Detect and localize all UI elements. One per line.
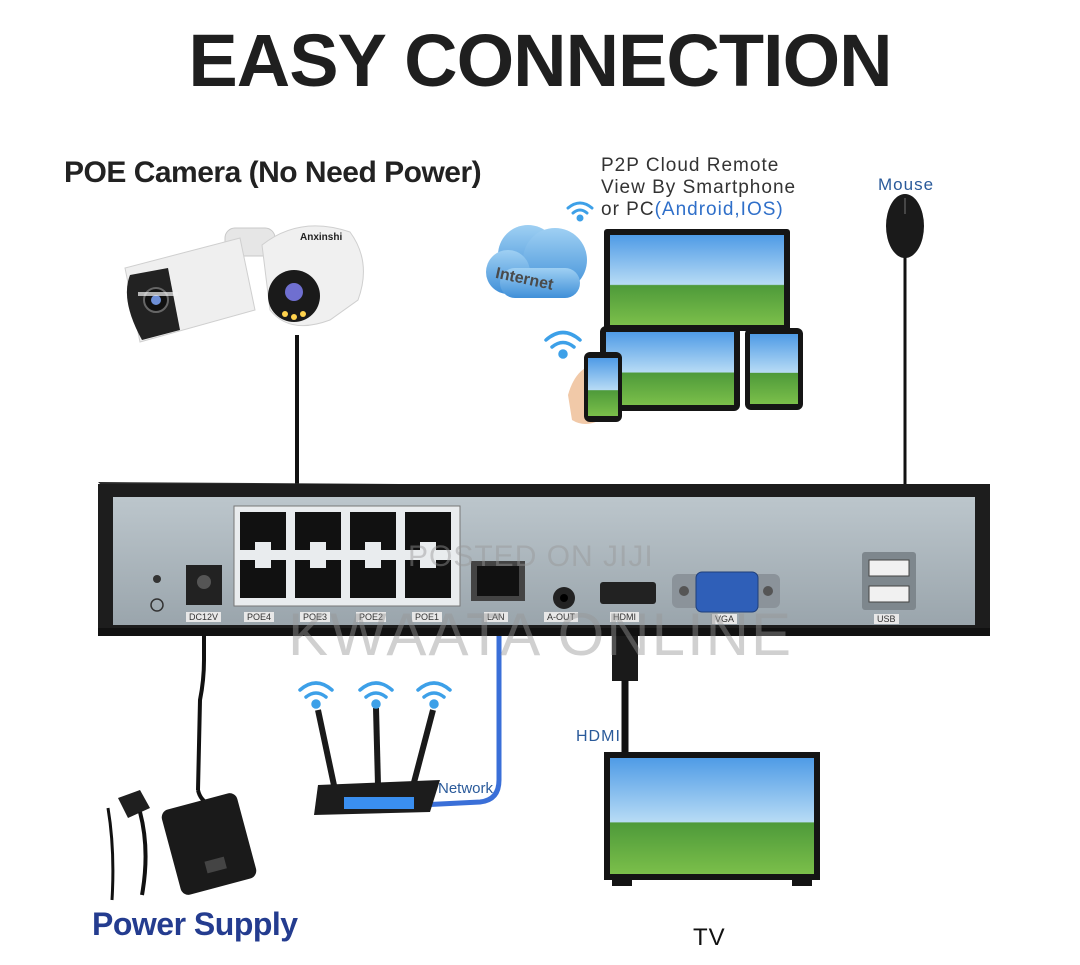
- tv-label: TV: [693, 924, 726, 951]
- dome-camera: [261, 225, 364, 327]
- port-label-vga: VGA: [712, 614, 738, 624]
- port-label-aout: A-OUT: [544, 612, 578, 622]
- poe-camera-label: POE Camera (No Need Power): [64, 156, 482, 189]
- internet-cloud: Internet: [486, 225, 587, 298]
- page-title: EASY CONNECTION: [188, 19, 892, 102]
- watermark-posted: POSTED ON JIJI: [408, 540, 654, 573]
- port-label-poe2: POE2: [356, 612, 387, 622]
- port-label-lan: LAN: [484, 612, 508, 622]
- power-jack: [150, 565, 222, 612]
- power-supply-label: Power Supply: [92, 906, 298, 942]
- rj45-port-tab: [310, 560, 326, 568]
- p2p-line-3-suffix: (Android,IOS): [654, 199, 784, 220]
- p2p-line-1: P2P Cloud Remote: [601, 155, 780, 176]
- rj45-port-tab: [365, 560, 381, 568]
- rj45-port-tab: [255, 560, 271, 568]
- port-label-poe3: POE3: [300, 612, 331, 622]
- p2p-remote-label: P2P Cloud Remote View By Smartphone or P…: [601, 155, 796, 221]
- network-label: Network: [438, 780, 494, 797]
- wifi-icon: [298, 681, 334, 709]
- tv-screen: [604, 752, 820, 886]
- smartphone: [568, 352, 622, 424]
- hdmi-port: [600, 582, 656, 604]
- poe-ports: [233, 505, 461, 607]
- rj45-port-tab: [420, 560, 436, 568]
- tablet: [600, 326, 740, 411]
- port-label-poe4: POE4: [244, 612, 275, 622]
- router: [314, 707, 440, 815]
- bullet-camera: [124, 227, 276, 343]
- rj45-port-tab: [255, 542, 271, 550]
- p2p-line-3-prefix: or PC: [601, 199, 655, 220]
- wifi-icon: [416, 681, 452, 709]
- p2p-line-3: or PC(Android,IOS): [601, 199, 796, 221]
- power-adapter: [106, 789, 257, 901]
- rj45-port-tab: [365, 542, 381, 550]
- watermark-shop: KWAATA ONLINE: [288, 601, 793, 668]
- vga-port: [672, 571, 780, 613]
- hdmi-label: HDMI: [576, 728, 621, 745]
- small-tablet: [745, 328, 803, 410]
- wifi-icon: [358, 681, 394, 709]
- wifi-icon: [544, 330, 582, 359]
- camera-brand: Anxinshi: [300, 232, 342, 243]
- p2p-line-2: View By Smartphone: [601, 177, 797, 198]
- rj45-port-tab: [310, 542, 326, 550]
- pc-monitor: [604, 229, 790, 331]
- rj45-port-tab: [420, 542, 436, 550]
- port-label-hdmi: HDMI: [610, 612, 639, 622]
- audio-out-port: [553, 587, 575, 609]
- usb-ports: [862, 552, 916, 610]
- wifi-icon: [566, 201, 594, 222]
- port-label-poe1: POE1: [412, 612, 443, 622]
- lan-port: [471, 561, 525, 601]
- port-label-dc: DC12V: [186, 612, 222, 622]
- port-label-usb: USB: [874, 614, 899, 624]
- mouse-icon: [886, 194, 924, 258]
- mouse-label: Mouse: [878, 175, 935, 194]
